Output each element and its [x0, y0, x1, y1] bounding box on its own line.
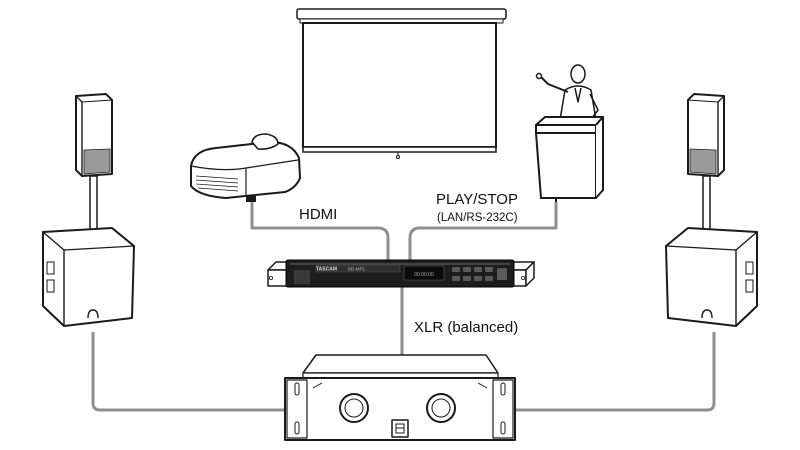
player-model: BD-MP1: [348, 267, 365, 272]
cables: [91, 202, 716, 412]
hdmi-cable: [250, 202, 390, 262]
right-pole: [702, 175, 711, 237]
left-satellite-speaker: [75, 93, 113, 177]
projector: [190, 133, 301, 202]
projection-screen: [296, 8, 507, 159]
left-pole: [89, 175, 98, 237]
presenter: [535, 64, 599, 121]
xlr-label: XLR (balanced): [414, 319, 518, 336]
left-speaker-cable: [91, 332, 287, 412]
podium: [535, 116, 604, 202]
left-subwoofer: [42, 227, 135, 327]
right-subwoofer: [665, 227, 758, 327]
media-player: 00:00:00 TASCAM BD-MP1: [267, 259, 535, 288]
projector-vent: [195, 175, 239, 192]
play-stop-label: PLAY/STOP: [436, 191, 518, 208]
power-amplifier: [284, 354, 516, 441]
lan-rs232c-cable: [408, 202, 558, 262]
right-satellite-speaker: [687, 93, 725, 177]
player-brand: TASCAM: [316, 267, 337, 273]
lan-rs232c-label: (LAN/RS-232C): [437, 212, 518, 224]
svg-text:00:00:00: 00:00:00: [414, 272, 434, 278]
labels: HDMI PLAY/STOP (LAN/RS-232C) XLR (balanc…: [299, 191, 518, 336]
hdmi-label: HDMI: [299, 206, 337, 223]
right-speaker-cable: [513, 332, 716, 412]
